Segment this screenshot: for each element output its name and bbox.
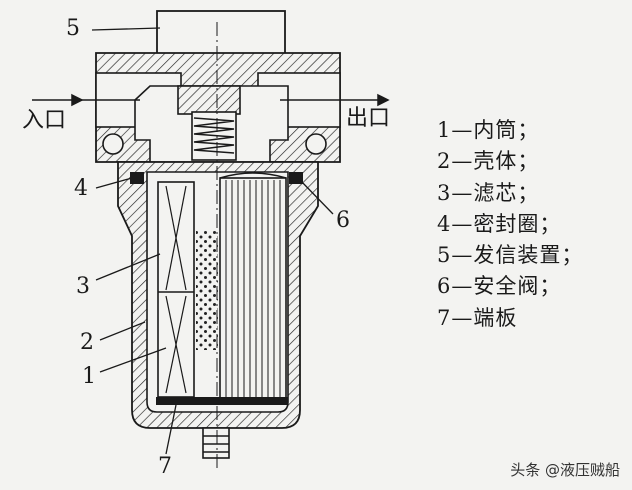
part-label-2: 2: [80, 330, 94, 355]
leader-lines: [91, 27, 334, 455]
legend-item-inner-tube: 1—内筒；: [437, 118, 540, 142]
part-label-5: 5: [66, 16, 80, 41]
legend-item-housing: 2—壳体；: [437, 149, 540, 174]
seal-ring-right: [289, 172, 303, 184]
legend-item-signal-device: 5—发信装置；: [437, 243, 584, 268]
inner-tube: [157, 181, 195, 398]
bolt-hole-right: [305, 133, 327, 155]
legend-item-seal-ring: 4—密封圈；: [437, 211, 562, 236]
safety-valve-spring: [191, 111, 237, 161]
part-label-3: 3: [76, 274, 90, 299]
inlet-flow-arrow: [32, 93, 140, 107]
outlet-label: 出口: [346, 106, 391, 131]
bolt-hole-left: [102, 133, 124, 155]
valve-body: [177, 85, 241, 115]
seal-ring-left: [130, 172, 144, 184]
part-label-1: 1: [82, 364, 96, 389]
outlet-flow-arrow: [280, 93, 390, 107]
pleated-filter-cartridge: [219, 172, 287, 401]
parts-legend: 1—内筒； 2—壳体； 3—滤芯； 4—密封圈； 5—发信装置； 6—安全阀； …: [437, 115, 583, 334]
legend-item-safety-valve: 6—安全阀；: [437, 274, 562, 299]
legend-item-filter-element: 3—滤芯；: [437, 180, 540, 205]
drain-plug: [202, 427, 230, 459]
signal-device-box: [156, 10, 286, 56]
watermark: 头条 @液压贼船: [510, 461, 620, 479]
filter-element-media: [196, 230, 218, 350]
part-label-7: 7: [158, 454, 172, 479]
part-label-4: 4: [74, 176, 88, 201]
end-plate: [156, 397, 288, 405]
legend-item-end-plate: 7—端板: [437, 305, 518, 330]
inlet-label: 入口: [22, 108, 67, 133]
part-label-6: 6: [336, 208, 350, 233]
